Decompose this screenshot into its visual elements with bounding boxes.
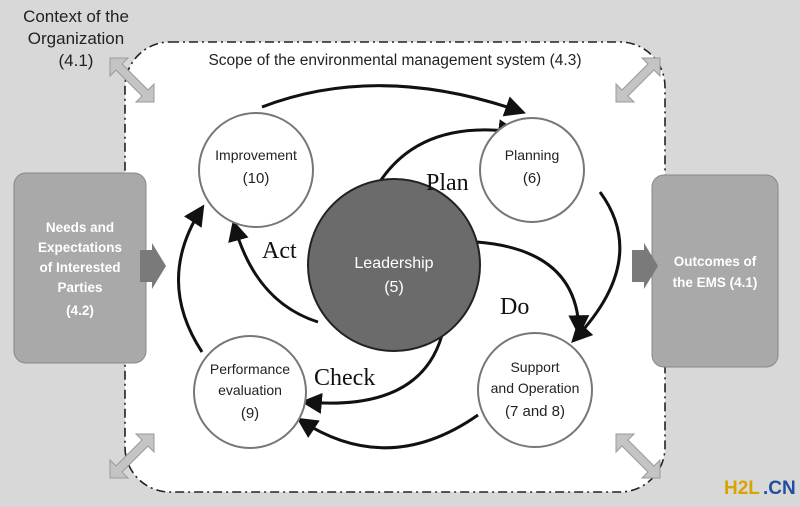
performance-number: (9) <box>241 405 259 422</box>
arrow-support-to-performance <box>296 413 479 450</box>
arrow-improvement-to-planning <box>261 84 526 117</box>
needs-line3: of Interested <box>39 260 120 275</box>
arrow-performance-to-improvement <box>177 204 205 353</box>
context-label-line2: Organization <box>28 29 124 48</box>
arrow-plan <box>370 119 520 196</box>
pdca-plan-label: Plan <box>426 170 469 196</box>
corner-arrow-top-left-icon <box>109 57 155 103</box>
needs-line5: (4.2) <box>66 303 94 318</box>
input-arrow-icon <box>140 243 166 289</box>
watermark-h2l: H2L <box>724 478 760 499</box>
planning-label: Planning <box>505 147 560 163</box>
watermark: H2L .CN <box>724 478 796 499</box>
leadership-number: (5) <box>384 279 404 296</box>
outcomes-box <box>651 174 779 368</box>
performance-line1: Performance <box>210 361 290 377</box>
leadership-circle <box>307 178 481 352</box>
arrow-planning-to-support <box>571 191 622 344</box>
support-line1: Support <box>510 359 559 375</box>
improvement-label: Improvement <box>215 147 297 163</box>
corner-arrow-bottom-right-icon <box>615 433 661 479</box>
arrow-act <box>228 219 319 324</box>
pdca-act-label: Act <box>262 238 297 264</box>
needs-line4: Parties <box>57 280 102 295</box>
planning-number: (6) <box>523 170 541 187</box>
output-arrow-icon <box>632 243 658 289</box>
pdca-check-label: Check <box>314 365 375 391</box>
support-line2: and Operation <box>491 380 580 396</box>
pdca-arrows <box>177 84 622 450</box>
leadership-label: Leadership <box>354 255 433 272</box>
watermark-cn: .CN <box>763 478 796 499</box>
improvement-circle <box>198 112 314 228</box>
corner-arrows <box>109 57 661 479</box>
improvement-number: (10) <box>243 170 270 187</box>
performance-line2: evaluation <box>218 382 282 398</box>
outcomes-line2: the EMS (4.1) <box>673 275 758 290</box>
needs-line2: Expectations <box>38 240 122 255</box>
needs-line1: Needs and <box>46 220 114 235</box>
outcomes-line1: Outcomes of <box>674 254 757 269</box>
pdca-do-label: Do <box>500 294 529 320</box>
arrow-do <box>476 240 590 337</box>
scope-label: Scope of the environmental management sy… <box>208 52 581 69</box>
performance-evaluation-circle <box>193 335 307 449</box>
context-label-line1: Context of the <box>23 7 129 26</box>
context-label-line3: (4.1) <box>59 51 94 70</box>
support-number: (7 and 8) <box>505 403 565 420</box>
corner-arrow-bottom-left-icon <box>109 433 155 479</box>
planning-circle <box>479 117 585 223</box>
corner-arrow-top-right-icon <box>615 57 661 103</box>
arrow-check <box>300 334 444 414</box>
support-operation-circle <box>477 332 593 448</box>
